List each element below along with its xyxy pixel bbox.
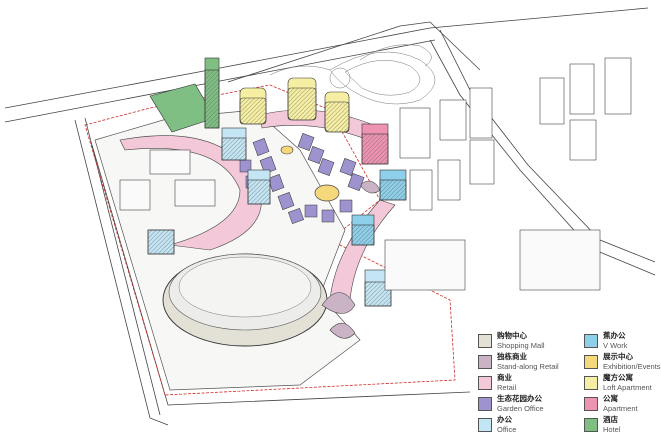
legend-label-en: Retail [497, 383, 517, 392]
legend-swatch [478, 355, 492, 369]
legend-label-en: Apartment [603, 404, 638, 413]
exhibition-pavilion [280, 145, 294, 155]
legend-label-en: Loft Apartment [603, 383, 652, 392]
standalone-retail-2 [329, 322, 356, 339]
legend-label-en: V Work [603, 341, 628, 350]
legend-swatch [584, 334, 598, 348]
exhibition-center [314, 184, 340, 202]
apartment-tower [361, 123, 389, 165]
legend-label-cn: 公寓 [603, 394, 618, 403]
park-contours [269, 44, 436, 105]
standalone-retail-1 [321, 292, 356, 314]
legend: 购物中心 Shopping Mall 独栋商业 Stand-along Reta… [478, 331, 661, 437]
legend-item-standalone-retail: 独栋商业 Stand-along Retail [478, 352, 574, 374]
legend-label-cn: 魔方公寓 [603, 373, 633, 382]
legend-item-loft-apartment: 魔方公寓 Loft Apartment [584, 373, 661, 395]
loft-apartment-towers [239, 77, 350, 133]
legend-item-retail: 商业 Retail [478, 373, 574, 395]
legend-item-garden-office: 生态花园办公 Garden Office [478, 394, 574, 416]
office-towers [147, 127, 392, 307]
legend-label-cn: 生态花园办公 [497, 394, 542, 403]
legend-item-v-work: 蕉办公 V Work [584, 331, 661, 353]
legend-label-cn: 展示中心 [603, 352, 633, 361]
legend-swatch [584, 418, 598, 432]
legend-item-shopping-mall: 购物中心 Shopping Mall [478, 331, 574, 353]
legend-swatch [584, 355, 598, 369]
shopping-mall [162, 253, 328, 347]
legend-swatch [478, 334, 492, 348]
legend-swatch [478, 418, 492, 432]
standalone-retail-3 [359, 180, 381, 194]
neighbour-buildings [119, 57, 632, 291]
legend-swatch [478, 397, 492, 411]
legend-item-exhibition: 展示中心 Exhibition/Events [584, 352, 661, 374]
legend-label-cn: 办公 [497, 415, 512, 424]
legend-label-en: Garden Office [497, 404, 544, 413]
legend-label-en: Exhibition/Events [603, 362, 661, 371]
legend-label-cn: 购物中心 [497, 331, 527, 340]
v-work-towers [351, 169, 407, 246]
legend-label-en: Stand-along Retail [497, 362, 559, 371]
legend-item-office: 办公 Office [478, 415, 574, 437]
legend-label-cn: 蕉办公 [603, 331, 626, 340]
legend-label-cn: 酒店 [603, 415, 618, 424]
legend-label-en: Hotel [603, 425, 621, 434]
legend-label-en: Office [497, 425, 517, 434]
retail-band-east [329, 199, 396, 301]
legend-item-apartment: 公寓 Apartment [584, 394, 661, 416]
legend-label-cn: 商业 [497, 373, 512, 382]
legend-swatch [584, 397, 598, 411]
legend-label-cn: 独栋商业 [497, 352, 527, 361]
legend-swatch [584, 376, 598, 390]
legend-swatch [478, 376, 492, 390]
hotel-tower [149, 57, 220, 133]
legend-label-en: Shopping Mall [497, 341, 545, 350]
legend-item-hotel: 酒店 Hotel [584, 415, 661, 437]
